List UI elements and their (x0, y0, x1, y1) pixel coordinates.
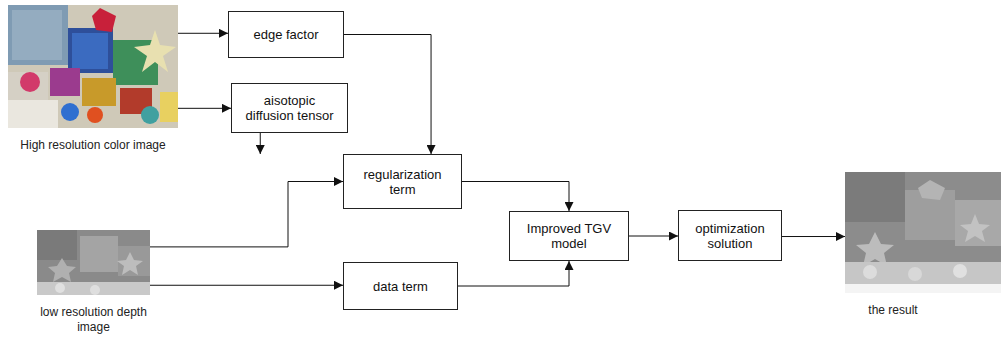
flow-arrow (782, 236, 845, 237)
flow-arrow (629, 236, 678, 237)
process-box: optimization solution (678, 210, 782, 261)
box-label: regularization term (344, 165, 461, 199)
process-box: regularization term (343, 154, 462, 209)
flow-arrow (462, 182, 569, 212)
process-box: data term (343, 262, 458, 310)
image-node: High resolution color image (8, 5, 178, 128)
image-node: the result (845, 172, 1001, 293)
depth-photo (37, 230, 150, 295)
flow-arrow (150, 285, 343, 286)
flow-arrow (260, 133, 261, 154)
box-label: edge factor (247, 25, 324, 44)
result-photo (845, 172, 1001, 293)
image-caption: the result (848, 303, 938, 318)
image-caption: low resolution depth image (29, 305, 159, 335)
box-label: Improved TGV model (510, 219, 628, 253)
flow-arrow (150, 182, 343, 247)
process-box: edge factor (228, 11, 344, 58)
box-label: data term (367, 277, 434, 296)
process-box: Improved TGV model (509, 211, 629, 261)
flow-arrow (178, 33, 228, 34)
flow-arrow (178, 108, 231, 109)
box-label: optimization solution (679, 219, 781, 253)
image-caption: High resolution color image (18, 138, 168, 153)
box-label: aisotopic diffusion tensor (232, 91, 347, 125)
flow-arrow (344, 35, 431, 155)
color-photo (8, 5, 178, 128)
process-box: aisotopic diffusion tensor (231, 83, 348, 133)
flow-arrow (458, 261, 569, 286)
image-node: low resolution depth image (37, 230, 150, 295)
